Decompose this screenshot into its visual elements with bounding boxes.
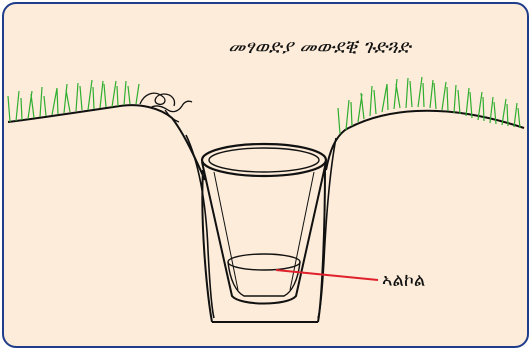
diagram-title: መፃወድያ መውደቒ ጉድጓድ — [228, 36, 411, 58]
pointer-line — [276, 270, 378, 280]
grass-tuft-right — [338, 77, 520, 134]
alcohol-liquid — [228, 254, 300, 296]
alcohol-label: ኣልኮል — [382, 270, 425, 291]
grass-tuft-left — [8, 80, 139, 122]
ground-line — [8, 105, 524, 322]
buried-cup — [202, 144, 326, 304]
